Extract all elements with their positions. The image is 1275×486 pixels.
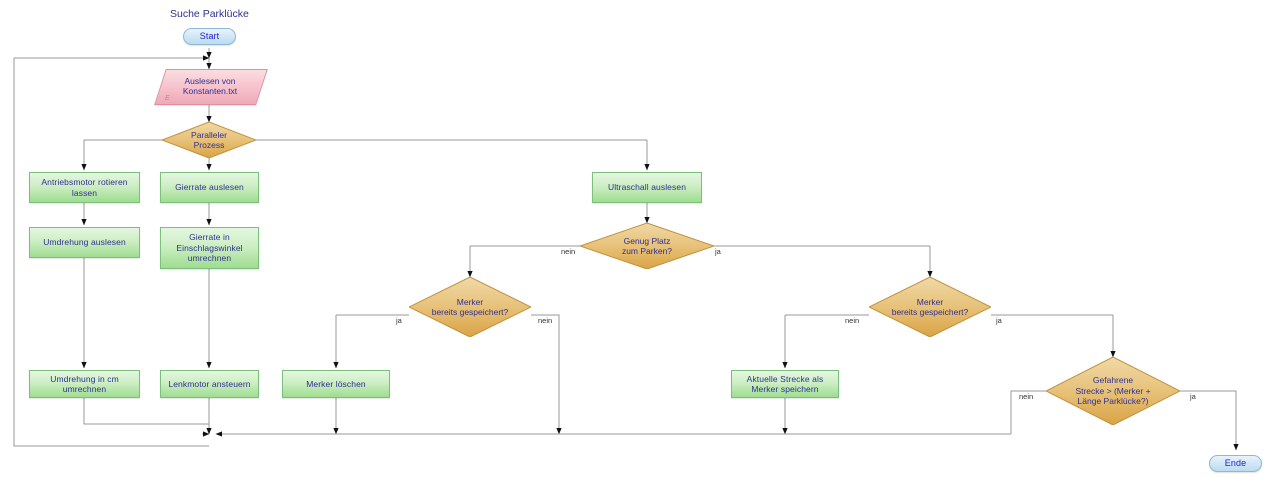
node-paralleler-prozess-label: Paralleler Prozess [191, 129, 227, 151]
diamond-shape [409, 277, 531, 337]
edge-label-merkerr-ja: ja [996, 316, 1002, 325]
node-merker-gespeichert-rechts[interactable]: Merker bereits gespeichert? [869, 277, 991, 337]
node-start-label: Start [199, 31, 220, 42]
node-gefahrene-strecke[interactable]: Gefahrene Strecke > (Merker + Länge Park… [1046, 357, 1180, 425]
edge-label-merkerr-nein: nein [845, 316, 860, 325]
node-ende-label: Ende [1224, 458, 1247, 469]
node-merker-loeschen-label: Merker löschen [306, 378, 366, 389]
diamond-shape [580, 223, 714, 269]
node-merker-gespeichert-links-label: Merker bereits gespeichert? [431, 296, 509, 318]
edge-label-merkerl-ja: ja [396, 316, 402, 325]
node-genug-platz-label: Genug Platz zum Parken? [621, 235, 673, 257]
node-lenkmotor-ansteuern-label: Lenkmotor ansteuern [168, 378, 251, 389]
node-antriebsmotor[interactable]: Antriebsmotor rotieren lassen [29, 172, 140, 203]
edge-label-genug-nein: nein [561, 247, 576, 256]
node-paralleler-prozess[interactable]: Paralleler Prozess [162, 122, 256, 158]
node-ultraschall-auslesen-label: Ultraschall auslesen [607, 182, 687, 193]
node-auslesen-konstanten[interactable]: Auslesen von Konstanten.txt E [154, 69, 268, 105]
node-merker-gespeichert-rechts-label: Merker bereits gespeichert? [891, 296, 969, 318]
node-genug-platz[interactable]: Genug Platz zum Parken? [580, 223, 714, 269]
node-antriebsmotor-label: Antriebsmotor rotieren lassen [41, 177, 128, 198]
node-merker-gespeichert-links[interactable]: Merker bereits gespeichert? [409, 277, 531, 337]
diamond-shape [1046, 357, 1180, 425]
edge-label-merkerl-nein: nein [538, 316, 553, 325]
node-strecke-speichern[interactable]: Aktuelle Strecke als Merker speichern [731, 370, 839, 398]
diagram-title: Suche Parklücke [170, 8, 249, 20]
node-umdrehung-auslesen[interactable]: Umdrehung auslesen [29, 227, 140, 258]
node-umdrehung-in-cm[interactable]: Umdrehung in cm umrechnen [29, 370, 140, 398]
node-strecke-speichern-label: Aktuelle Strecke als Merker speichern [746, 373, 824, 395]
diamond-shape [162, 122, 256, 158]
node-ende[interactable]: Ende [1209, 455, 1262, 472]
node-gierrate-umrechnen[interactable]: Gierrate in Einschlagswinkel umrechnen [160, 227, 259, 269]
node-merker-loeschen[interactable]: Merker löschen [282, 370, 390, 398]
node-lenkmotor-ansteuern[interactable]: Lenkmotor ansteuern [160, 370, 259, 398]
node-start[interactable]: Start [183, 28, 236, 45]
edge-label-gefahrene-ja: ja [1190, 392, 1196, 401]
node-ultraschall-auslesen[interactable]: Ultraschall auslesen [592, 172, 702, 203]
node-gefahrene-strecke-label: Gefahrene Strecke > (Merker + Länge Park… [1075, 375, 1151, 407]
node-gierrate-auslesen-label: Gierrate auslesen [175, 182, 244, 193]
node-gierrate-auslesen[interactable]: Gierrate auslesen [160, 172, 259, 203]
diamond-shape [869, 277, 991, 337]
node-auslesen-konstanten-label: Auslesen von Konstanten.txt [182, 75, 238, 97]
edge-label-gefahrene-nein: nein [1019, 392, 1034, 401]
node-umdrehung-in-cm-label: Umdrehung in cm umrechnen [50, 373, 119, 395]
data-marker-e: E [165, 95, 170, 102]
node-umdrehung-auslesen-label: Umdrehung auslesen [43, 237, 126, 248]
node-gierrate-umrechnen-label: Gierrate in Einschlagswinkel umrechnen [176, 232, 243, 264]
edge-label-genug-ja: ja [715, 247, 721, 256]
